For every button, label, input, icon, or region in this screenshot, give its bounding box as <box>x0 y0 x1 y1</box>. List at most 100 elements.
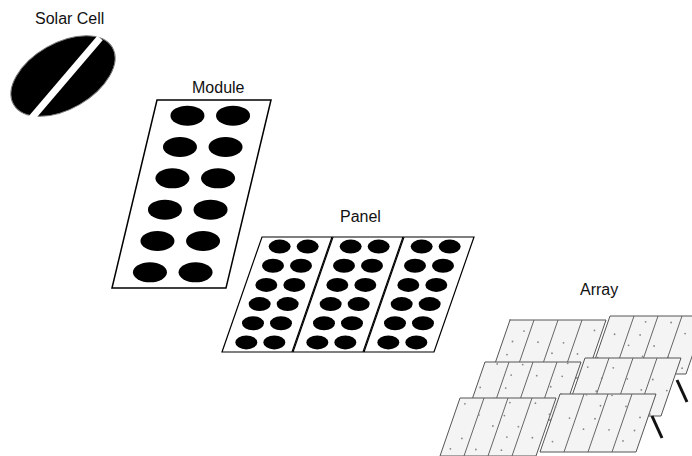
speckle <box>522 364 524 366</box>
cell-dot <box>404 259 426 273</box>
cell-dot <box>269 240 291 254</box>
cell-dot <box>412 316 434 330</box>
speckle <box>622 440 624 442</box>
cell-dot <box>270 316 292 330</box>
speckle <box>505 387 507 389</box>
cell-dot <box>170 106 204 126</box>
part-label: Array <box>580 281 618 299</box>
speckle <box>555 406 557 408</box>
speckle <box>614 333 616 335</box>
cell-dot <box>201 168 235 188</box>
solar-cell <box>0 19 129 133</box>
cell-dot <box>209 137 243 157</box>
speckle <box>569 417 571 419</box>
support-leg <box>677 380 687 402</box>
module-frame <box>112 100 271 288</box>
cell-dot <box>368 240 390 254</box>
speckle <box>577 353 579 355</box>
speckle <box>611 394 613 396</box>
cell-dot <box>384 316 406 330</box>
speckle <box>518 426 520 428</box>
cell-dot <box>283 278 305 292</box>
cell-dot <box>297 240 319 254</box>
cell-dot <box>341 316 363 330</box>
speckle <box>594 418 596 420</box>
speckle <box>464 403 466 405</box>
module <box>112 100 271 288</box>
speckle <box>504 415 506 417</box>
cell-dot <box>306 335 328 349</box>
speckle <box>478 414 480 416</box>
stroke <box>464 398 484 456</box>
cell-dot <box>419 297 441 311</box>
cell-dot <box>140 231 174 251</box>
cell-dot <box>340 240 362 254</box>
speckle <box>587 366 589 368</box>
cell-dot <box>163 137 197 157</box>
part-label: Solar Cell <box>35 10 104 28</box>
module-frame <box>364 237 474 352</box>
speckle <box>567 362 569 364</box>
speckle <box>506 436 508 438</box>
speckle <box>461 438 463 440</box>
cell-dot <box>255 278 277 292</box>
speckle <box>509 402 511 404</box>
cell-dot <box>186 231 220 251</box>
cell-dot <box>263 335 285 349</box>
cell-dot <box>354 278 376 292</box>
cell-dot <box>242 316 264 330</box>
speckle <box>563 342 565 344</box>
speckle <box>608 429 610 431</box>
cell-dot <box>235 335 257 349</box>
speckle <box>681 367 683 369</box>
cell-dot <box>194 200 228 220</box>
speckle <box>601 377 603 379</box>
speckle <box>634 430 636 432</box>
speckle <box>551 352 553 354</box>
speckle <box>653 345 655 347</box>
speckle <box>550 386 552 388</box>
cell-dot <box>411 240 433 254</box>
cell-dot <box>249 297 271 311</box>
cell-dot <box>262 259 284 273</box>
cell-dot <box>313 316 335 330</box>
cell-dot <box>133 262 167 282</box>
cell-dot <box>439 240 461 254</box>
cell-dot <box>148 200 182 220</box>
array-panel <box>540 394 656 452</box>
speckle <box>537 341 539 343</box>
speckle <box>534 402 536 404</box>
support-leg <box>652 416 662 438</box>
speckle <box>509 319 511 321</box>
cell-dot <box>425 278 447 292</box>
speckle <box>642 356 644 358</box>
stroke <box>488 398 508 456</box>
stroke <box>564 394 584 452</box>
cell-dot <box>405 335 427 349</box>
cell-dot <box>277 297 299 311</box>
array <box>440 316 692 456</box>
cell-dot <box>334 335 356 349</box>
speckle <box>586 394 588 396</box>
speckle <box>479 387 481 389</box>
speckle <box>594 330 596 332</box>
speckle <box>560 393 562 395</box>
cell-dot <box>348 297 370 311</box>
cell-dot <box>333 259 355 273</box>
speckle <box>666 390 668 392</box>
speckle <box>670 322 672 324</box>
cell-dot <box>216 106 250 126</box>
stroke <box>588 394 608 452</box>
speckle <box>548 413 550 415</box>
speckle <box>510 374 512 376</box>
speckle <box>645 321 647 323</box>
speckle <box>536 375 538 377</box>
panel <box>222 237 474 352</box>
speckle <box>506 354 508 356</box>
speckle <box>639 417 641 419</box>
speckle <box>595 390 597 392</box>
speckle <box>684 333 686 335</box>
cell-dot <box>377 335 399 349</box>
